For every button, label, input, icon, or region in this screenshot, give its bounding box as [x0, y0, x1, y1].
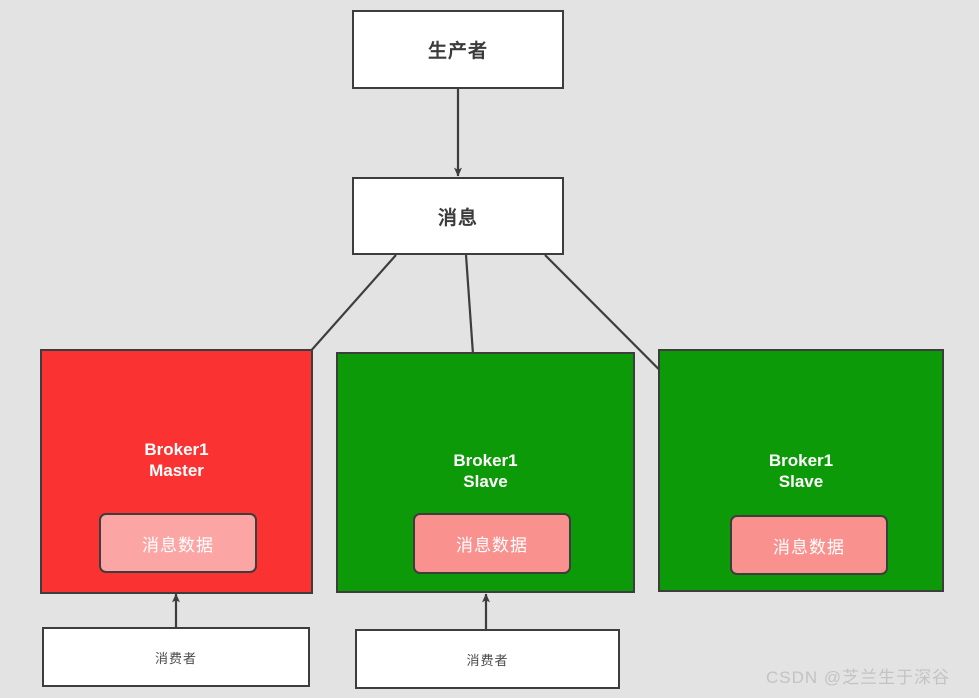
consumer-1-label: 消费者 [154, 650, 197, 666]
broker-master-data-chip-label: 消息数据 [142, 535, 214, 555]
broker-slave-2-data-chip-label: 消息数据 [773, 537, 845, 557]
consumer-node-2[interactable]: 消费者 [355, 629, 620, 689]
broker-node-slave-1[interactable]: Broker1 Slave 消息数据 [336, 352, 635, 593]
broker-slave-2-title: Broker1 Slave [768, 451, 834, 492]
consumer-node-1[interactable]: 消费者 [42, 627, 310, 687]
broker-master-title: Broker1 Master [144, 440, 209, 481]
producer-node[interactable]: 生产者 [352, 10, 564, 89]
consumer-2-label: 消费者 [466, 652, 509, 668]
message-label: 消息 [437, 207, 478, 229]
broker-slave-1-data-chip[interactable]: 消息数据 [413, 513, 571, 574]
broker-node-slave-2[interactable]: Broker1 Slave 消息数据 [658, 349, 944, 592]
csdn-watermark: CSDN @芝兰生于深谷 [766, 668, 951, 687]
broker-slave-2-data-chip[interactable]: 消息数据 [730, 515, 888, 575]
broker-node-master[interactable]: Broker1 Master 消息数据 [40, 349, 313, 594]
broker-slave-1-title: Broker1 Slave [453, 451, 518, 492]
message-node[interactable]: 消息 [352, 177, 564, 255]
producer-label: 生产者 [427, 41, 488, 62]
broker-slave-1-data-chip-label: 消息数据 [456, 536, 528, 555]
broker-master-data-chip[interactable]: 消息数据 [99, 513, 257, 573]
